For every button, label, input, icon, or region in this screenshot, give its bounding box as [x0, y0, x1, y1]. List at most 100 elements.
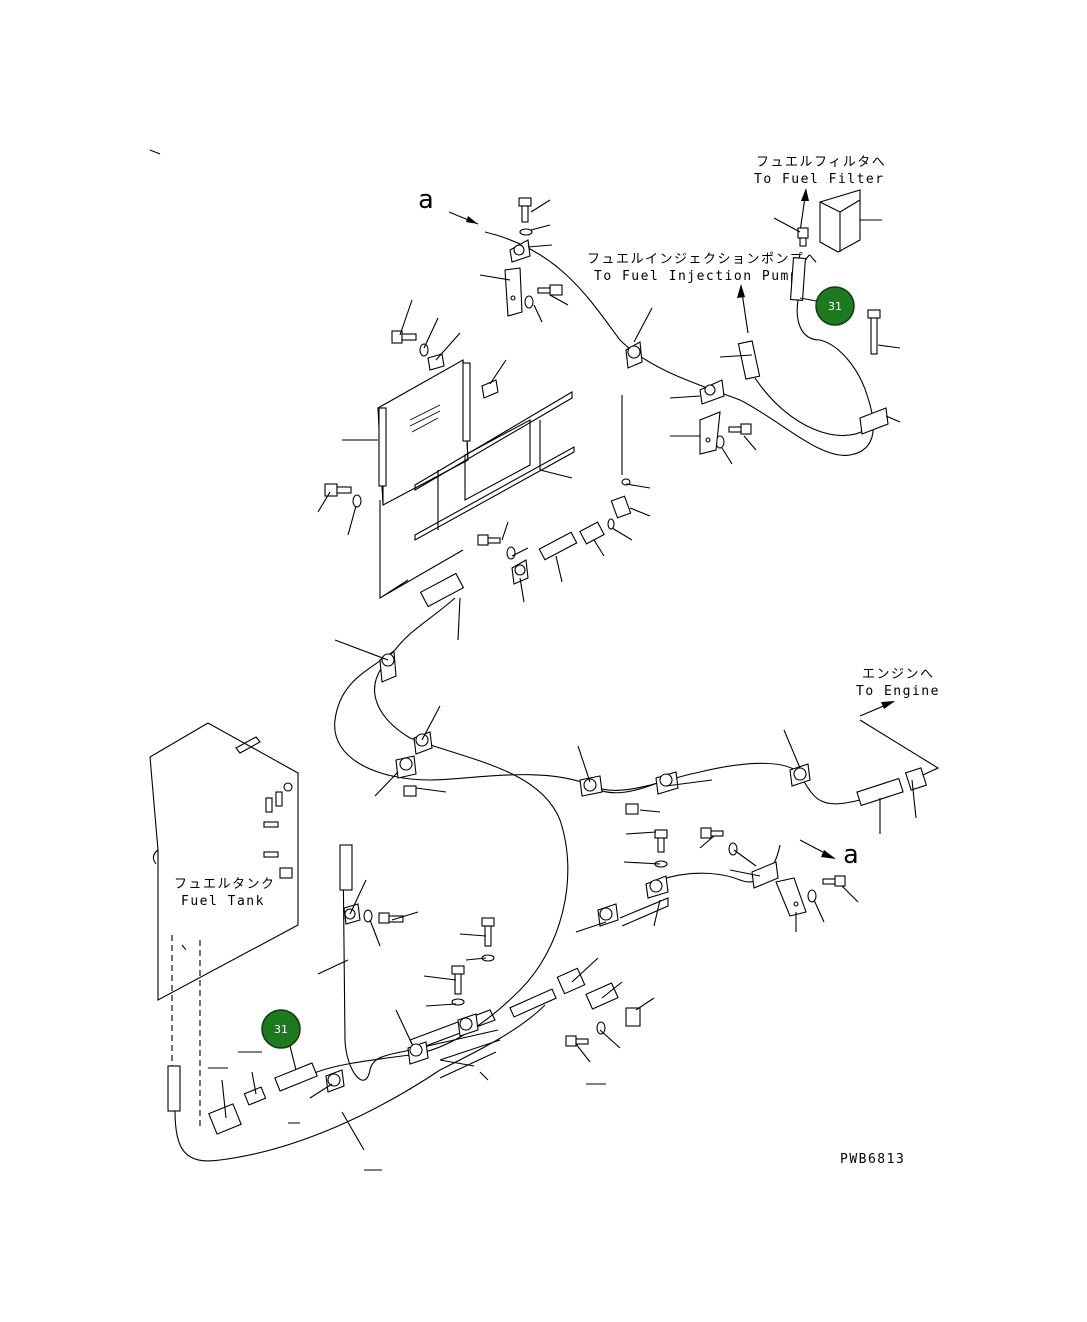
clamp: [789, 763, 811, 787]
clamp: [413, 731, 433, 755]
filter-plate-hatch: [409, 404, 441, 433]
callout-31-lower[interactable]: 31: [261, 1009, 301, 1049]
washer: [596, 1021, 606, 1035]
clamp: [645, 875, 669, 899]
arrowhead-icon: [821, 850, 836, 859]
clamp: [407, 1041, 429, 1065]
washer: [524, 295, 534, 309]
washer: [807, 889, 817, 903]
hose-fitting: [538, 531, 578, 561]
hose-fitting: [585, 982, 619, 1010]
hose-fitting: [556, 967, 586, 995]
clamp: [625, 341, 643, 369]
filter-cover-edge: [819, 199, 861, 252]
fuel-tank-port: [263, 821, 279, 828]
fuel-tank-port: [279, 867, 293, 879]
label-engine-jp: エンジンへ: [862, 667, 935, 682]
hose-fitting: [904, 767, 928, 791]
fuel-tank-port: [263, 851, 279, 858]
clamp: [579, 775, 603, 797]
fuel-hose-upper-right: [754, 377, 866, 437]
hose-fitting: [419, 572, 465, 608]
washer: [519, 228, 533, 236]
fuel-hose-bottom: [174, 1004, 546, 1162]
washer: [728, 842, 738, 856]
hose-fitting: [167, 1065, 181, 1112]
washer: [621, 478, 631, 486]
arrowhead-icon: [466, 216, 478, 224]
hose-fitting: [789, 257, 807, 301]
clamp: [655, 771, 679, 795]
rail-upper: [414, 391, 573, 491]
bolt: [518, 197, 532, 223]
l-bracket: [504, 267, 523, 317]
clamp: [379, 651, 397, 683]
engine-connection-line: [859, 719, 940, 781]
lower-bracket-assembly: [409, 897, 669, 1079]
hose-fitting: [625, 803, 639, 815]
label-engine-en: To Engine: [856, 684, 940, 699]
hose-fitting: [403, 785, 417, 797]
label-fuel-tank-en: Fuel Tank: [181, 894, 265, 909]
hose-fitting: [339, 844, 353, 891]
fuel-tank: [149, 722, 299, 1130]
parts-bolts-washers-fittings: [167, 197, 928, 1135]
filter-base-line: [379, 500, 464, 599]
washer: [506, 546, 516, 560]
label-injection-pump-jp: フュエルインジェクションポンプへ: [587, 252, 819, 267]
hose-fitting: [625, 1007, 641, 1027]
callout-badge-icon: [261, 1009, 301, 1049]
bolt: [822, 875, 846, 887]
clamp: [509, 239, 531, 263]
rail-lower: [414, 446, 575, 541]
filter-plate: [377, 359, 469, 506]
label-fuel-tank-jp: フュエルタンク: [174, 877, 276, 892]
l-bracket: [427, 353, 445, 371]
hose-fitting: [208, 1103, 242, 1135]
label-fuel-filter-jp: フュエルフィルタへ: [756, 155, 886, 170]
callout-badge-icon: [815, 286, 855, 326]
clamp: [395, 755, 417, 779]
leader-lines: [149, 149, 917, 1171]
direction-arrows: [448, 188, 940, 859]
rail-post: [437, 420, 541, 530]
fuel-tank-port: [265, 797, 273, 813]
washer: [607, 518, 615, 530]
fuel-tank-edge: [149, 756, 159, 851]
fuel-hose-tank-feed: [342, 849, 411, 1081]
callout-number: 31: [828, 300, 842, 313]
bolt: [451, 965, 465, 995]
filter-bracket-assembly: [377, 359, 623, 599]
fuel-tank-drain-hidden-line: [171, 935, 201, 1130]
clamp: [751, 861, 779, 889]
fuel-tank-cap: [235, 736, 261, 754]
bolt: [654, 829, 668, 853]
clamp: [457, 1013, 479, 1037]
arrowhead-icon: [737, 284, 745, 298]
bolt: [477, 534, 501, 546]
callout-31-upper[interactable]: 31: [815, 286, 855, 326]
clamp: [859, 407, 889, 435]
hose-fitting: [274, 1062, 318, 1092]
fuel-filter-cover: [819, 189, 861, 253]
label-fuel-filter-en: To Fuel Filter: [754, 172, 885, 187]
hose-fitting: [579, 521, 605, 545]
hose-fitting: [737, 340, 761, 380]
fuel-tank-port: [283, 782, 293, 792]
stud: [462, 362, 471, 442]
filter-cover-body: [819, 189, 861, 253]
callout-number: 31: [274, 1023, 288, 1036]
bolt: [867, 309, 881, 355]
fuel-hose-upper-left: [484, 231, 874, 456]
clamp: [597, 903, 619, 927]
clamp: [699, 379, 725, 405]
reference-a-top: a: [418, 185, 434, 215]
bolt: [324, 483, 352, 497]
l-bracket: [775, 877, 807, 917]
bolt: [481, 917, 495, 947]
mid-bracket: [619, 897, 669, 927]
reference-a-right: a: [843, 840, 859, 870]
bolt: [537, 284, 563, 296]
bracket-window: [464, 419, 531, 501]
